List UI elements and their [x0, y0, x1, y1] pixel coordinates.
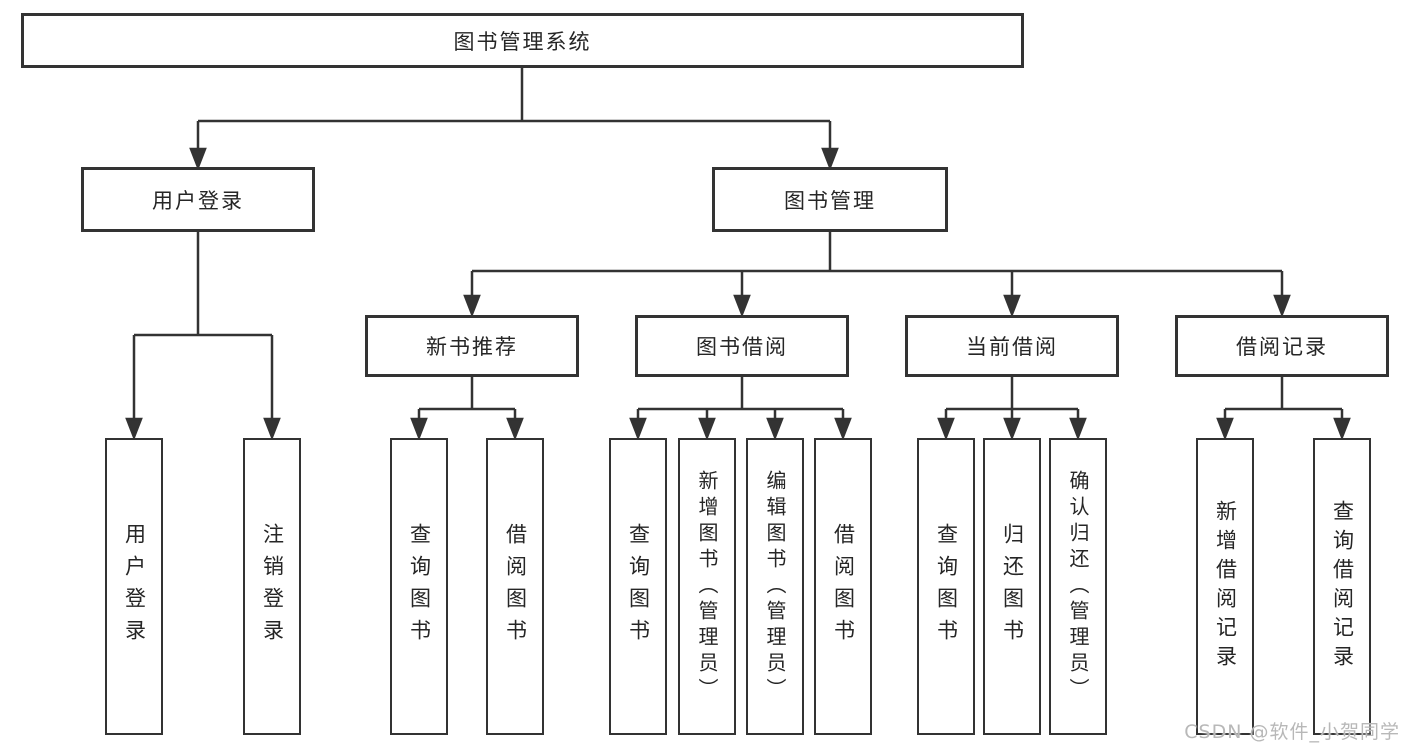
node-leaf-borrow-books-1-label: 借阅图书 [503, 522, 528, 651]
node-leaf-query-books-1-label: 查询图书 [407, 522, 432, 651]
arrow-icon [1333, 417, 1351, 441]
node-new-book-recommend-label: 新书推荐 [426, 335, 518, 359]
node-leaf-return-book: 归还图书 [983, 438, 1041, 735]
arrow-icon [125, 417, 143, 441]
arrow-icon [189, 147, 207, 171]
node-user-login: 用户登录 [81, 167, 315, 232]
node-leaf-add-borrow-record-label: 新增借阅记录 [1213, 499, 1238, 674]
node-borrow-records: 借阅记录 [1175, 315, 1389, 377]
node-borrow-records-label: 借阅记录 [1236, 335, 1328, 359]
node-root: 图书管理系统 [21, 13, 1024, 68]
arrow-icon [733, 294, 751, 318]
arrow-icon [1273, 294, 1291, 318]
node-leaf-query-books-2-label: 查询图书 [626, 522, 651, 651]
node-book-management: 图书管理 [712, 167, 948, 232]
node-leaf-query-borrow-record: 查询借阅记录 [1313, 438, 1371, 735]
node-leaf-query-books-3-label: 查询图书 [934, 522, 959, 651]
node-leaf-confirm-return-admin-label: 确认归还（管理员） [1066, 469, 1090, 704]
node-leaf-borrow-books-1: 借阅图书 [486, 438, 544, 735]
arrow-icon [410, 417, 428, 441]
arrow-icon [263, 417, 281, 441]
node-new-book-recommend: 新书推荐 [365, 315, 579, 377]
arrow-icon [834, 417, 852, 441]
arrow-icon [1003, 294, 1021, 318]
arrow-icon [1216, 417, 1234, 441]
node-book-borrow: 图书借阅 [635, 315, 849, 377]
arrow-icon [821, 147, 839, 171]
node-book-borrow-label: 图书借阅 [696, 335, 788, 359]
arrow-icon [629, 417, 647, 441]
watermark: CSDN @软件_小贺同学 [1184, 721, 1400, 743]
node-leaf-user-login: 用户登录 [105, 438, 163, 735]
node-leaf-edit-book-admin: 编辑图书（管理员） [746, 438, 804, 735]
node-leaf-query-books-1: 查询图书 [390, 438, 448, 735]
node-leaf-add-book-admin: 新增图书（管理员） [678, 438, 736, 735]
node-leaf-query-borrow-record-label: 查询借阅记录 [1330, 499, 1355, 674]
node-leaf-borrow-books-2-label: 借阅图书 [831, 522, 856, 651]
node-leaf-borrow-books-2: 借阅图书 [814, 438, 872, 735]
node-current-borrow-label: 当前借阅 [966, 335, 1058, 359]
arrow-icon [698, 417, 716, 441]
arrow-icon [463, 294, 481, 318]
node-current-borrow: 当前借阅 [905, 315, 1119, 377]
node-user-login-label: 用户登录 [152, 188, 244, 213]
arrow-icon [937, 417, 955, 441]
arrow-icon [1069, 417, 1087, 441]
node-leaf-confirm-return-admin: 确认归还（管理员） [1049, 438, 1107, 735]
node-leaf-query-books-2: 查询图书 [609, 438, 667, 735]
node-book-management-label: 图书管理 [784, 188, 876, 213]
node-leaf-edit-book-admin-label: 编辑图书（管理员） [763, 469, 787, 704]
node-leaf-query-books-3: 查询图书 [917, 438, 975, 735]
arrow-icon [506, 417, 524, 441]
arrow-icon [766, 417, 784, 441]
node-leaf-add-book-admin-label: 新增图书（管理员） [695, 469, 719, 704]
node-leaf-add-borrow-record: 新增借阅记录 [1196, 438, 1254, 735]
node-leaf-user-login-label: 用户登录 [122, 522, 147, 651]
node-root-label: 图书管理系统 [453, 29, 592, 54]
node-leaf-logout: 注销登录 [243, 438, 301, 735]
arrow-icon [1003, 417, 1021, 441]
node-leaf-logout-label: 注销登录 [260, 522, 285, 651]
node-leaf-return-book-label: 归还图书 [1000, 522, 1025, 651]
